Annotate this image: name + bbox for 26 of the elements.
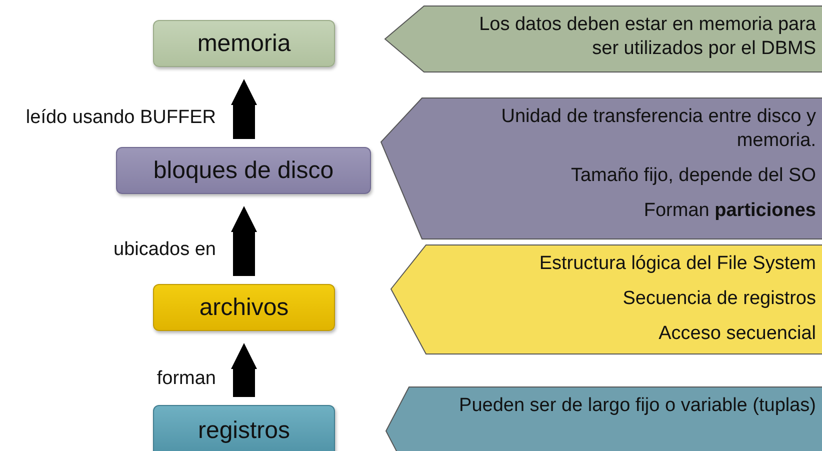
note-text: Acceso secuencial [658,322,816,346]
note-text: Tamaño fijo, depende del SO [570,164,816,188]
level-label: archivos [199,294,289,322]
callout-arrow-shape [384,5,822,73]
level-box [116,147,371,194]
note-text: Pueden ser de largo fijo o variable (tuplas) [458,394,816,418]
edge-label: ubicados en [114,239,216,261]
note-text: Los datos deben estar en memoria para ser utilizados por el DBMS [478,13,816,61]
level-box [153,20,335,67]
block-arrow [231,206,257,276]
edge-label: leído usando BUFFER [26,107,216,129]
note-text: Secuencia de registros [622,287,816,311]
block-arrow [231,343,257,397]
level-label: memoria [197,30,291,58]
level-box [153,405,335,451]
level-label: registros [198,417,290,445]
edge-label: forman [156,368,216,390]
callout-arrow-shape [390,244,822,355]
note-text: Forman particiones [642,199,816,223]
block-arrow [231,79,257,139]
level-box [153,284,335,331]
level-label: bloques de disco [153,156,334,184]
callout-arrow-shape [380,97,822,240]
callout-arrow-shape [385,386,822,451]
note-text: Estructura lógica del File System [538,252,816,276]
note-text: Unidad de transferencia entre disco y memoria. [500,105,816,153]
